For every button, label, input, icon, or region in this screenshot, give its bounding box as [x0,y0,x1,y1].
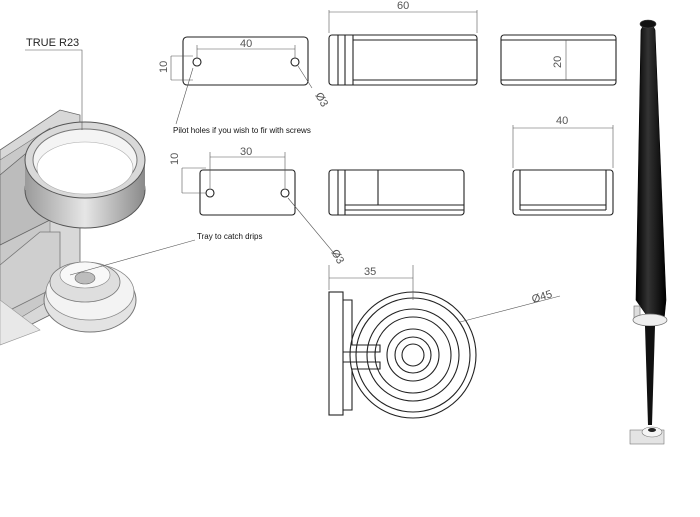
dim-45: Ø45 [530,288,553,306]
dim-60: 60 [397,0,409,12]
lower-front-view [328,169,465,216]
front-view: 60 [328,0,478,86]
dim-10-lower: 10 [169,153,181,165]
callout-tray-label: Tray to catch drips [197,232,263,241]
dim-10-top: 10 [158,61,170,73]
callout-tray: Tray to catch drips [69,232,263,276]
dim-35: 35 [364,266,376,278]
lower-plate-view: 30 10 Ø3 [169,146,346,266]
dim-30: 30 [240,146,252,158]
callout-pilot-holes: Pilot holes if you wish to fir with scre… [173,67,311,135]
dim-hole-top: Ø3 [312,91,330,110]
isometric-holder-render [0,109,146,346]
lower-side-view: 40 [512,115,614,216]
dim-40-side: 40 [556,115,568,127]
callout-true-r23-label: TRUE R23 [26,37,79,49]
dim-20: 20 [552,56,564,68]
side-view: 20 [500,34,617,86]
dim-hole-lower: Ø3 [328,248,346,267]
callout-true-r23: TRUE R23 [25,37,83,130]
dim-40-top: 40 [240,38,252,50]
assembly-render [629,19,668,445]
top-view-rings: 35 Ø45 [328,265,561,419]
callout-pilot-holes-label: Pilot holes if you wish to fir with scre… [173,126,311,135]
